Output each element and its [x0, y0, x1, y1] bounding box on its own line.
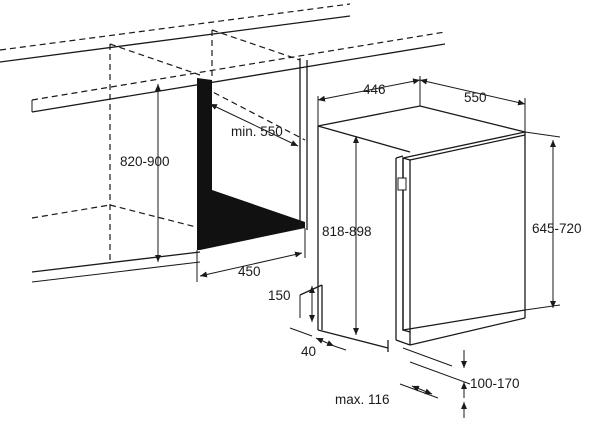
label-niche-min-depth: min. 550	[231, 124, 283, 139]
label-plinth-depth: 40	[301, 344, 316, 359]
label-door-height: 645-720	[532, 221, 582, 236]
dishwasher-door	[387, 131, 526, 352]
dishwasher-body	[317, 105, 526, 349]
niche-panel	[197, 78, 305, 250]
label-niche-width: 450	[238, 264, 261, 279]
floor	[31, 251, 201, 283]
cabinet-side-wall	[299, 58, 308, 230]
label-appliance-height: 818-898	[322, 224, 372, 239]
dimension-lines	[155, 76, 561, 418]
label-plinth-set: 100-170	[470, 376, 520, 391]
label-cabinet-width: 550	[464, 90, 487, 105]
plinth	[299, 284, 323, 330]
label-cabinet-depth: 446	[363, 82, 386, 97]
label-plinth-height: 150	[268, 288, 291, 303]
label-max-offset: max. 116	[335, 392, 390, 407]
label-niche-height: 820-900	[120, 154, 170, 169]
worktop	[0, 3, 446, 113]
